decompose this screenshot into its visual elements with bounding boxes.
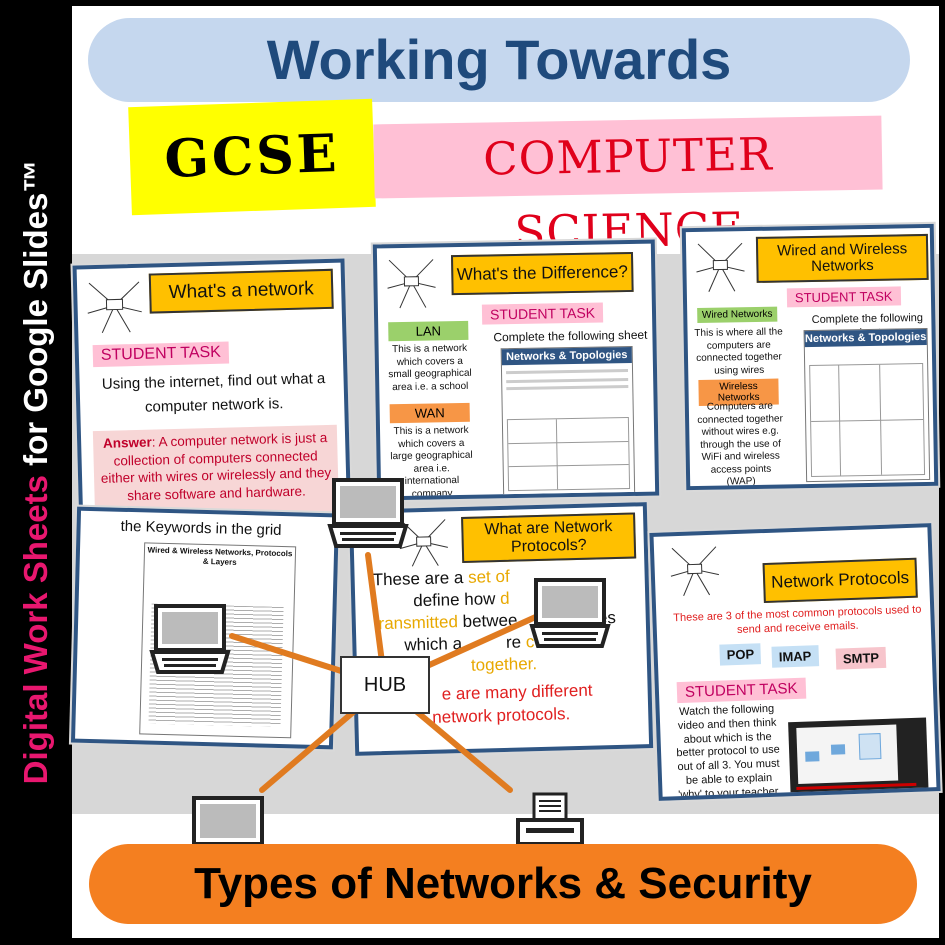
slide-wired-wireless: Wired and Wireless Networks STUDENT TASK…: [681, 223, 939, 491]
network-diagram-icon: [670, 546, 720, 597]
slide-whats-the-difference: What's the Difference? STUDENT TASK Comp…: [372, 239, 660, 501]
page-title: Working Towards: [88, 18, 910, 102]
slide-whats-a-network: What's a network STUDENT TASK Using the …: [72, 258, 352, 536]
network-diagram-icon: [87, 281, 142, 334]
slide-network-protocols-intro: What are Network Protocols? These are a …: [348, 502, 654, 756]
laptop-icon: [327, 478, 409, 548]
network-diagram-icon: [399, 519, 448, 567]
laptop-icon: [149, 604, 231, 674]
footer-title: Types of Networks & Security: [89, 844, 917, 924]
laptop-icon: [529, 578, 611, 648]
printer-icon: [516, 792, 584, 846]
network-diagram-icon: [696, 242, 745, 292]
laptop-icon: [192, 796, 264, 846]
hub-label: HUB: [340, 656, 430, 714]
network-diagram-icon: [387, 259, 436, 309]
slide-network-protocols: Network Protocols These are 3 of the mos…: [649, 523, 941, 801]
